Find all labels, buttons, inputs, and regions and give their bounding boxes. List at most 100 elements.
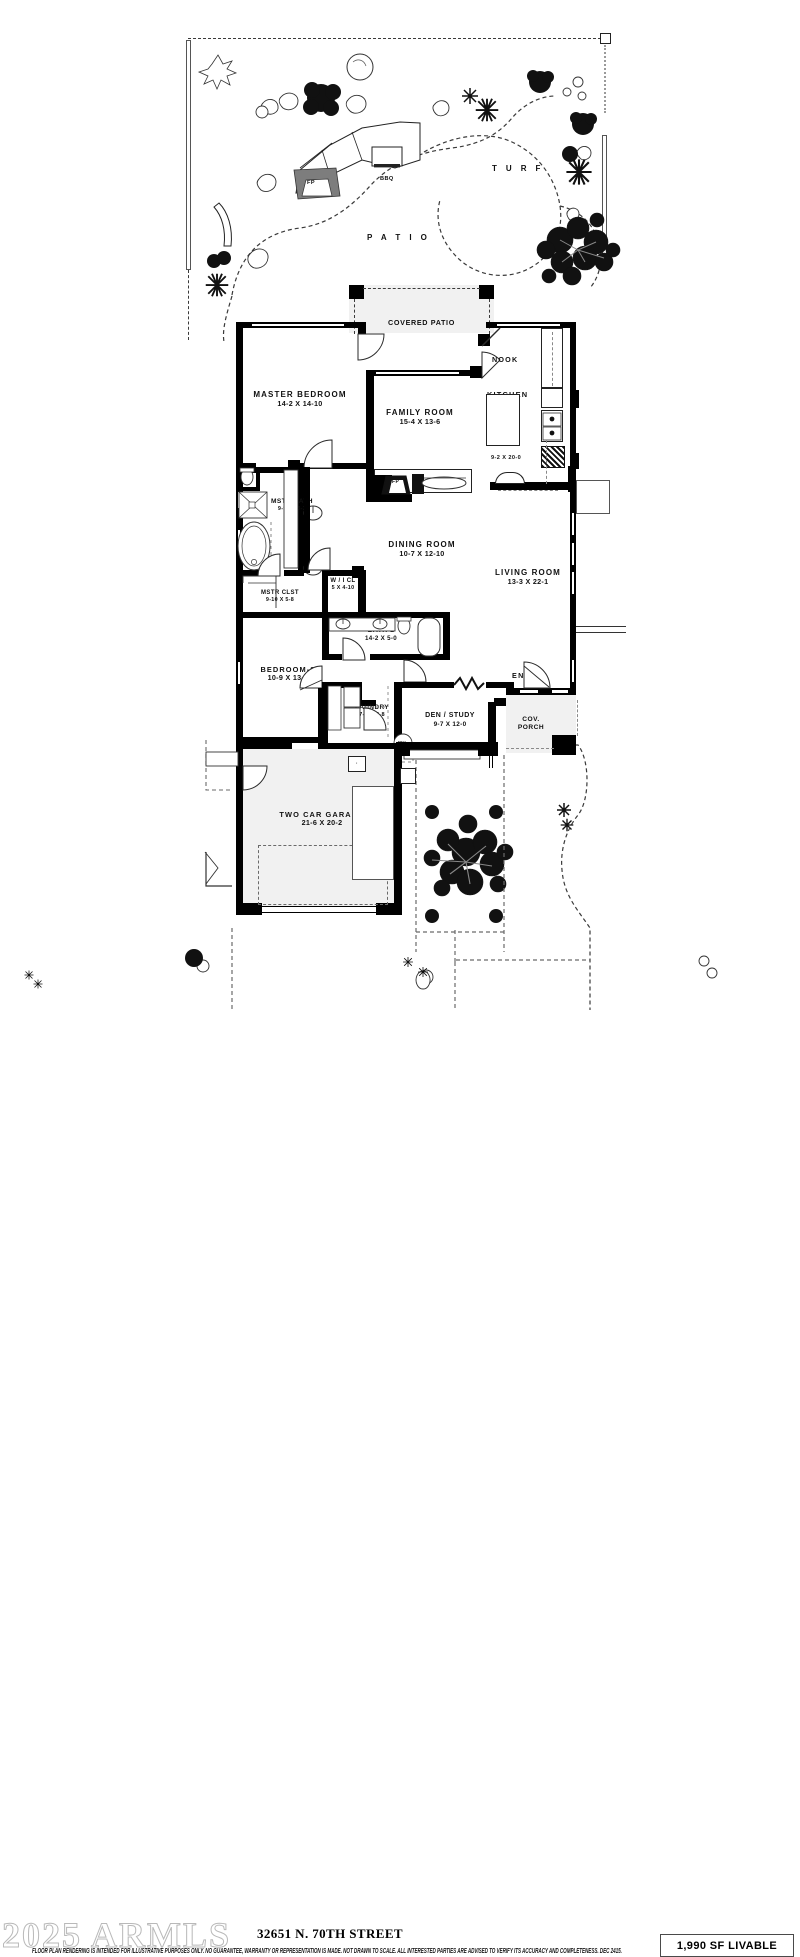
room-label-two-car-garage: TWO CAR GARAGE 21-6 X 20-2 <box>279 810 365 828</box>
garage-utility-dot: · <box>356 761 359 767</box>
entry-wall-bottom <box>506 688 576 695</box>
room-label-bedroom-2: BEDROOM-2 10-9 X 13-0 <box>260 665 316 683</box>
room-label-laundry: LAUNDRY 7-9 X 5-8 <box>355 704 389 718</box>
legal-disclaimer: FLOOR PLAN RENDERING IS INTENDED FOR ILL… <box>32 1947 622 1955</box>
kitchen-living-wall <box>568 466 576 492</box>
laundry-wall-top-a <box>322 682 362 688</box>
master-wall-bottom-a <box>236 463 256 469</box>
patio-label: P A T I O <box>367 233 431 242</box>
wic-wall-left <box>322 570 328 614</box>
bedroom2-wall-bottom <box>236 737 324 743</box>
peninsula-overhang-line <box>498 490 558 491</box>
room-label-master-bedroom: MASTER BEDROOM 14-2 X 14-10 <box>253 390 347 408</box>
entry-sidelight-a <box>520 689 538 694</box>
kitchen-sink-cab <box>541 388 563 408</box>
patio-roof-edge <box>363 288 480 289</box>
mstr-toilet-wall <box>236 487 258 491</box>
exterior-wall-left-upper <box>236 322 243 467</box>
den-wall-angle <box>494 698 514 706</box>
patio-post-left <box>349 285 364 299</box>
side-yard-wall-b <box>576 632 626 634</box>
den-wall-bottom <box>402 742 498 750</box>
kitchen-cab-line-v <box>546 440 547 484</box>
bath2-wall-top <box>322 612 450 618</box>
den-wall-right <box>488 702 496 754</box>
sheet-footer: 2025 ARMLS 32651 N. 70TH STREET FLOOR PL… <box>0 955 800 1957</box>
room-label-cov-porch: COV.PORCH <box>517 716 545 732</box>
patio-roof-line-right <box>489 299 490 334</box>
kitchen-range <box>541 410 563 442</box>
exterior-bump-right-b <box>570 453 579 469</box>
den-side-window <box>489 756 493 768</box>
room-label-mstr-closet: MSTR CLST 9-10 X 5-8 <box>261 590 299 604</box>
mstr-bath-window <box>237 492 241 508</box>
exterior-niche-right <box>576 480 610 514</box>
mstr-bath-wall-bottom-a <box>236 570 270 576</box>
mstr-tub-window <box>237 530 241 548</box>
floor-plan-sheet: COVERED PATIO MASTER BEDROOM 14-2 X 14-1… <box>0 33 800 1957</box>
outdoor-bbq-label: BBQ <box>380 176 394 182</box>
mstr-bath-wall-top <box>236 467 304 473</box>
property-address: 32651 N. 70TH STREET <box>257 1926 403 1941</box>
wic-wall-right <box>358 570 366 616</box>
side-wall-left <box>186 40 191 270</box>
garage-wall-left <box>236 743 243 915</box>
den-wall-top-a <box>402 682 454 688</box>
kitchen-island <box>486 394 520 446</box>
garage-door-post-right <box>376 903 402 915</box>
living-window-1 <box>571 513 575 535</box>
bath2-wall-right <box>443 612 450 660</box>
bath2-wall-bottom-a <box>322 654 342 660</box>
patio-roof-line-left <box>354 299 355 334</box>
garage-panel-box <box>400 768 416 784</box>
porch-post <box>552 735 576 755</box>
outdoor-fireplace-label: FP <box>307 180 315 186</box>
turf-label: T U R F <box>492 164 544 173</box>
nook-window <box>497 323 560 327</box>
lot-line-right-upper <box>604 45 606 113</box>
covered-patio-fill <box>349 285 494 333</box>
porch-edge-bottom <box>506 748 554 749</box>
room-label-dining-room: DINING ROOM 10-7 X 12-10 <box>388 540 456 558</box>
side-yard-wall-a <box>576 626 626 628</box>
room-label-living-room: LIVING ROOM 13-3 X 22-1 <box>495 568 561 586</box>
bedroom2-window <box>237 662 241 684</box>
laundry-wall-left <box>318 688 324 744</box>
mstr-closet-wall-bottom <box>236 612 324 618</box>
lot-line-left <box>188 270 189 340</box>
family-window <box>376 371 459 375</box>
laundry-wall-top-b <box>356 700 376 706</box>
family-wall-corner-right <box>470 366 482 378</box>
kitchen-pantry-hatch <box>541 446 565 468</box>
family-wall-corner-left <box>358 322 366 334</box>
mstr-bath-wall-bottom-b <box>284 570 304 576</box>
living-window-2 <box>571 543 575 565</box>
fireplace-label-interior: FP <box>392 479 400 485</box>
exterior-wall-left-lower <box>236 467 243 743</box>
kitchen-upper-cab-line <box>552 332 553 386</box>
family-wall-hearth-bottom <box>366 494 412 502</box>
family-wall-left <box>366 370 374 470</box>
garage-door-post-left <box>236 903 262 915</box>
room-dim-kitchen: 9-2 X 20-0 <box>491 455 522 461</box>
exterior-wall-right-kitchen <box>570 322 576 390</box>
garage-storage-counter <box>352 786 394 880</box>
living-window-4 <box>571 660 575 682</box>
room-label-entry: ENTRY <box>512 671 543 680</box>
room-label-family-room: FAMILY ROOM 15-4 X 13-6 <box>386 408 454 426</box>
sf-livable-badge: 1,990 SF LIVABLE <box>660 1934 794 1957</box>
exterior-wall-right-b <box>570 408 576 453</box>
bath2-wall-bottom-b <box>370 654 450 660</box>
exterior-bump-right-a <box>570 390 579 408</box>
lot-boundary-top <box>188 38 606 39</box>
master-door-jamb <box>288 460 300 470</box>
garage-utility-box <box>348 756 366 772</box>
room-label-covered-patio: COVERED PATIO <box>388 318 455 327</box>
porch-edge-right <box>577 700 578 736</box>
master-wall-bottom-b <box>300 463 366 469</box>
mstr-toilet-partition <box>256 467 260 491</box>
patio-post-right <box>479 285 494 299</box>
lot-corner-marker <box>600 33 611 44</box>
kitchen-peninsula-wall <box>490 482 576 490</box>
kitchen-cooktop-curve <box>495 472 525 484</box>
